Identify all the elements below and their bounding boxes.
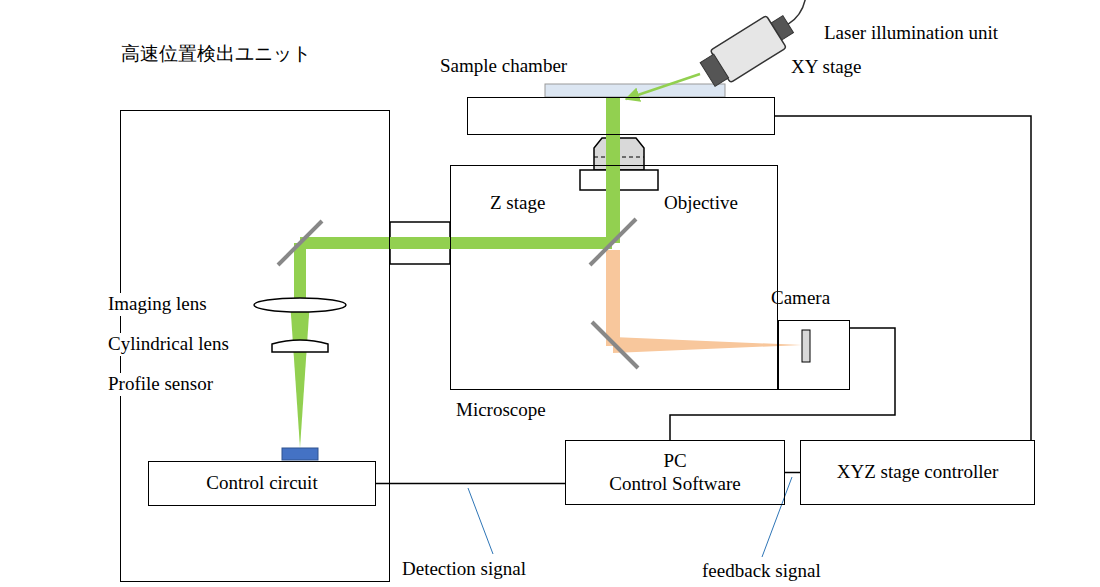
pc-box: PCControl Software [565,440,785,505]
laser-beam [626,74,700,99]
stage-plate: XY stage [467,97,775,135]
orange-beam [613,337,802,353]
signal-label: Detection signal [400,558,528,581]
signal-wire [785,472,800,474]
circuit-box: Control circuit [148,461,376,506]
node-heading: Microscope [456,399,546,422]
signal-wire [670,328,895,440]
camera-box: Camera [778,320,850,390]
leader-line [468,488,493,554]
green-beam [606,97,620,243]
profile-sensor [282,448,318,460]
part-label: Cylindrical lens [106,333,231,356]
camera-sensor [802,330,810,362]
part-label: Z stage [488,192,547,215]
green-beam [300,237,612,249]
node-heading: Camera [771,287,830,310]
signal-wire [376,483,565,485]
unit-label: Laser illumination unit [822,22,1000,45]
node-heading: 高速位置検出ユニット [121,43,311,66]
imaging-lens [254,298,346,312]
part-label: Sample chamber [438,55,569,78]
laser-unit [684,0,841,91]
mirror [592,322,638,368]
box-label: Control circuit [206,472,317,495]
box-label: PC [663,450,686,473]
cylindrical-lens [272,340,328,352]
signal-label: feedback signal [700,560,823,583]
green-beam [290,300,310,448]
part-label: Objective [662,192,740,215]
part-label: Imaging lens [106,293,209,316]
box-label: Control Software [609,473,740,496]
node-heading: XY stage [791,56,862,79]
leader-line [762,477,792,557]
orange-beam [606,250,620,346]
box-label: XYZ stage controller [837,461,998,484]
mirror [278,221,322,265]
part-label: Profile sensor [106,373,215,396]
controller-box: XYZ stage controller [800,440,1035,505]
signal-wire [775,116,1031,440]
green-beam [294,243,306,300]
dichroic-mirror [590,219,636,265]
